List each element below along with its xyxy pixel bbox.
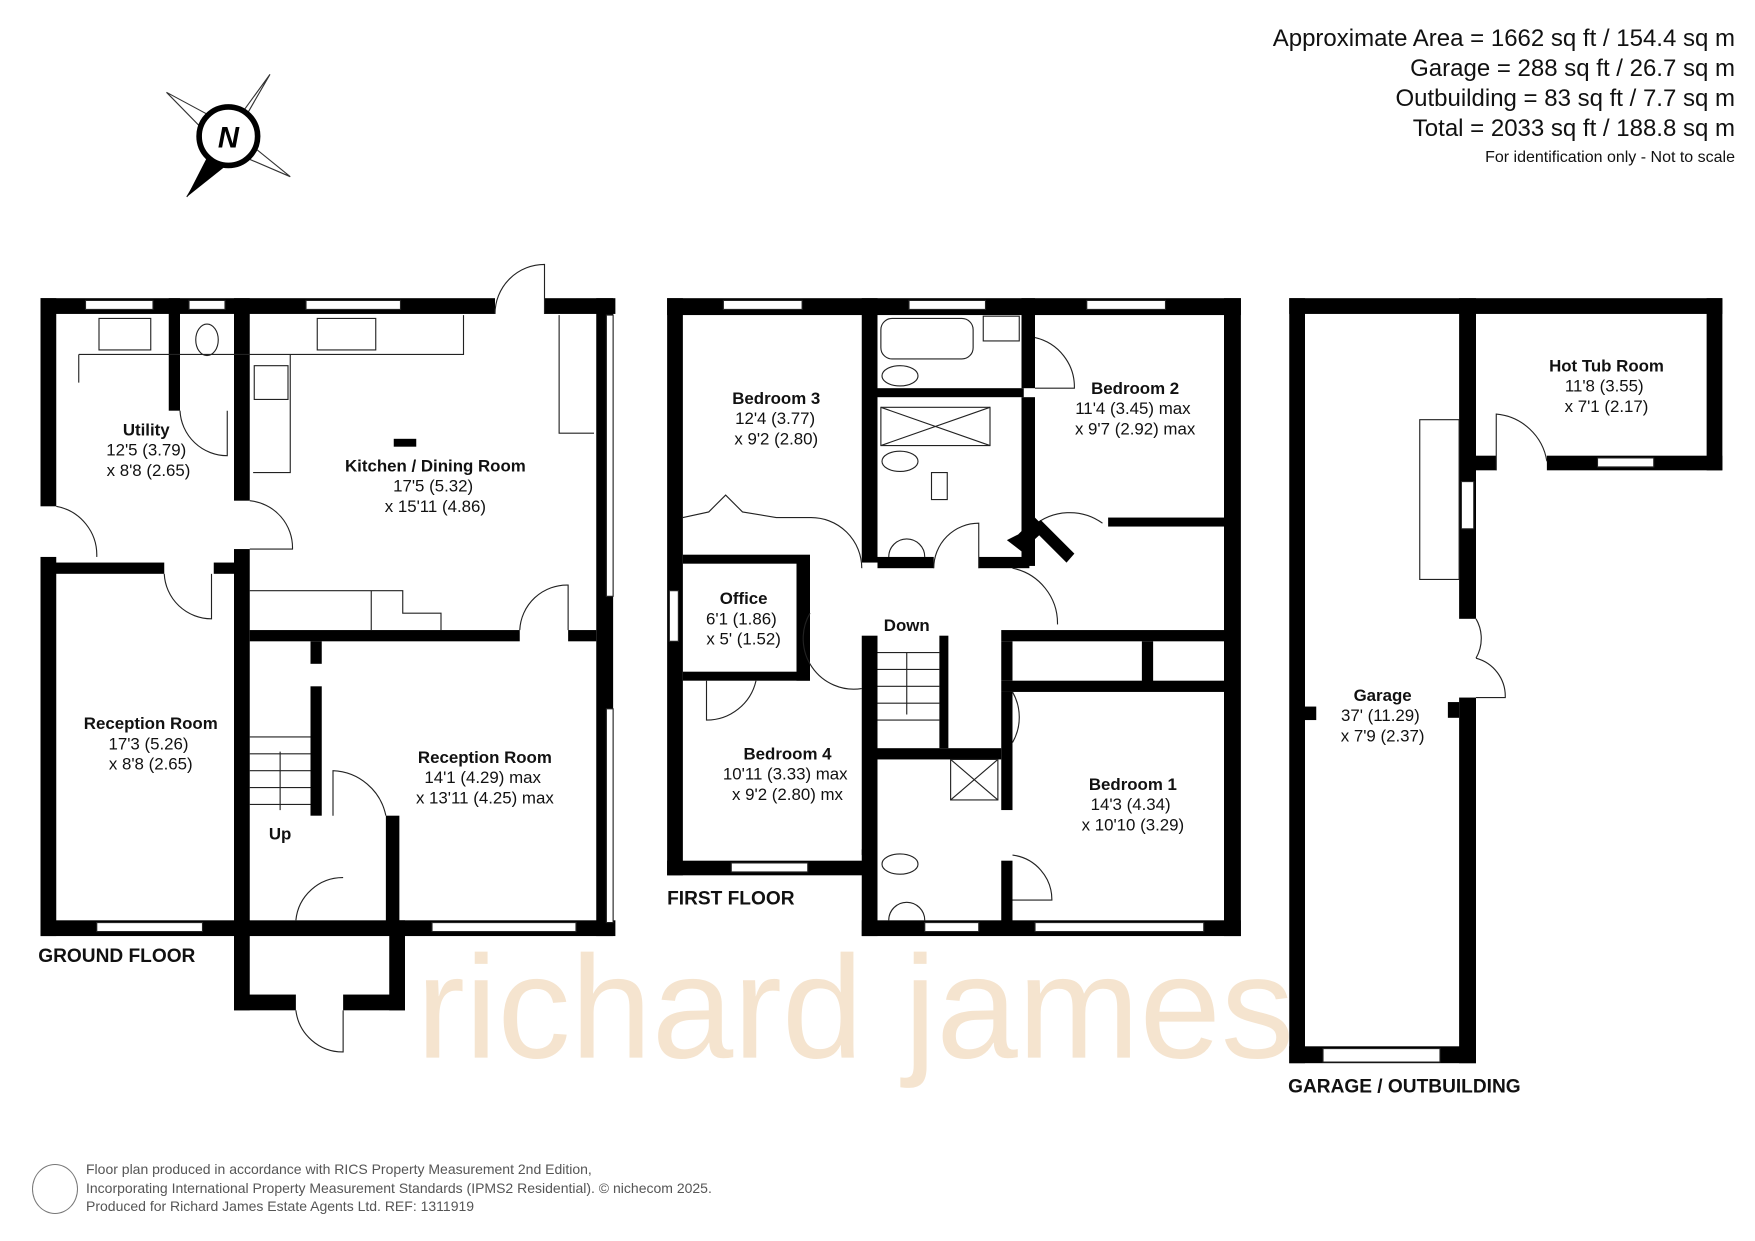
kitchen-dim2: x 15'11 (4.86) xyxy=(385,497,486,516)
footer-line3: Produced for Richard James Estate Agents… xyxy=(86,1198,475,1214)
footer-line2: Incorporating International Property Mea… xyxy=(86,1179,712,1196)
bedroom3-dim1: 12'4 (3.77) xyxy=(735,409,815,428)
hottub-dim2: x 7'1 (2.17) xyxy=(1565,397,1649,416)
bedroom4-dim1: 10'11 (3.33) max xyxy=(723,765,848,784)
approximate-area: Approximate Area = 1662 sq ft / 154.4 sq… xyxy=(1272,25,1735,52)
scale-note: For identification only - Not to scale xyxy=(1485,149,1735,166)
footer: Floor plan produced in accordance with R… xyxy=(86,1160,712,1216)
bedroom4-dim2: x 9'2 (2.80) mx xyxy=(732,785,844,804)
watermark: richard james xyxy=(416,926,1294,1089)
outbuilding-area: Outbuilding = 83 sq ft / 7.7 sq m xyxy=(1395,85,1735,112)
reception2-name: Reception Room xyxy=(418,748,552,767)
bedroom1-dim1: 14'3 (4.34) xyxy=(1091,795,1171,814)
bedroom1-name: Bedroom 1 xyxy=(1089,775,1177,794)
garage-floor-title: GARAGE / OUTBUILDING xyxy=(1288,1076,1521,1097)
kitchen-dim1: 17'5 (5.32) xyxy=(393,477,473,496)
garage-dim1: 37' (11.29) xyxy=(1341,706,1420,725)
area-summary: Approximate Area = 1662 sq ft / 154.4 sq… xyxy=(1273,24,1735,172)
ground-floor-plan: Utility 12'5 (3.79) x 8'8 (2.65) Kitchen… xyxy=(38,263,616,1053)
reception2-dim1: 14'1 (4.29) max xyxy=(424,768,541,787)
footer-line1: Floor plan produced in accordance with R… xyxy=(86,1161,592,1177)
garage-dim2: x 7'9 (2.37) xyxy=(1341,726,1425,745)
garage-name: Garage xyxy=(1354,686,1412,705)
kitchen-name: Kitchen / Dining Room xyxy=(345,456,526,475)
utility-name: Utility xyxy=(123,420,170,439)
bedroom3-name: Bedroom 3 xyxy=(732,389,820,408)
person-icon xyxy=(32,1164,78,1214)
utility-dim2: x 8'8 (2.65) xyxy=(107,461,191,480)
hottub-dim1: 11'8 (3.55) xyxy=(1565,377,1644,396)
garage-outbuilding-plan: Hot Tub Room 11'8 (3.55) x 7'1 (2.17) Ga… xyxy=(1288,298,1723,1097)
bedroom4-name: Bedroom 4 xyxy=(743,744,832,763)
total-area: Total = 2033 sq ft / 188.8 sq m xyxy=(1412,115,1735,142)
ground-floor-title: GROUND FLOOR xyxy=(38,946,195,967)
stairs-down-label: Down xyxy=(884,616,930,635)
bedroom3-dim2: x 9'2 (2.80) xyxy=(734,429,818,448)
stairs-up-label: Up xyxy=(269,824,291,843)
office-name: Office xyxy=(720,589,768,608)
utility-dim1: 12'5 (3.79) xyxy=(106,441,186,460)
bedroom1-dim2: x 10'10 (3.29) xyxy=(1082,815,1185,834)
first-floor-title: FIRST FLOOR xyxy=(667,889,795,910)
reception1-name: Reception Room xyxy=(84,714,218,733)
first-floor-plan: Bedroom 3 12'4 (3.77) x 9'2 (2.80) Bedro… xyxy=(667,298,1241,937)
office-dim2: x 5' (1.52) xyxy=(706,630,780,649)
reception1-dim2: x 8'8 (2.65) xyxy=(109,755,193,774)
bedroom2-name: Bedroom 2 xyxy=(1091,379,1179,398)
bedroom2-dim1: 11'4 (3.45) max xyxy=(1075,399,1191,418)
compass-icon: N xyxy=(166,73,291,198)
compass-letter: N xyxy=(218,122,240,154)
reception2-dim2: x 13'11 (4.25) max xyxy=(416,788,554,807)
bedroom2-dim2: x 9'7 (2.92) max xyxy=(1075,419,1196,438)
garage-area: Garage = 288 sq ft / 26.7 sq m xyxy=(1410,55,1735,82)
hottub-name: Hot Tub Room xyxy=(1549,356,1664,375)
reception1-dim1: 17'3 (5.26) xyxy=(108,734,188,753)
office-dim1: 6'1 (1.86) xyxy=(706,609,777,628)
